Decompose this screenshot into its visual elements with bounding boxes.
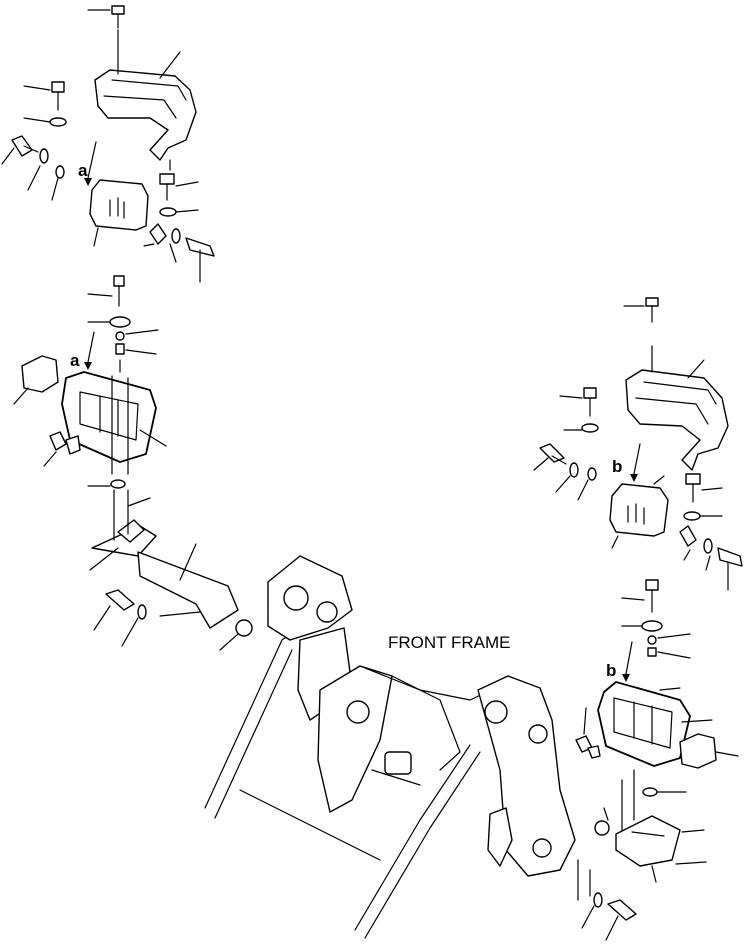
ref-mark-a-middle: a <box>70 351 80 370</box>
middle-left-lamp-guard-assembly: a <box>13 275 253 651</box>
ref-mark-a-top: a <box>78 161 88 180</box>
front-frame-label: FRONT FRAME <box>388 633 510 652</box>
leader-lines <box>111 29 635 901</box>
ref-mark-b-upper: b <box>612 457 622 476</box>
front-frame: FRONT FRAME <box>204 555 576 939</box>
ref-mark-b-lower: b <box>606 661 616 680</box>
right-upper-lamp-assembly: b <box>533 297 743 591</box>
top-left-lamp-assembly: a <box>1 5 215 283</box>
right-lower-lamp-guard-assembly: b <box>575 579 739 941</box>
